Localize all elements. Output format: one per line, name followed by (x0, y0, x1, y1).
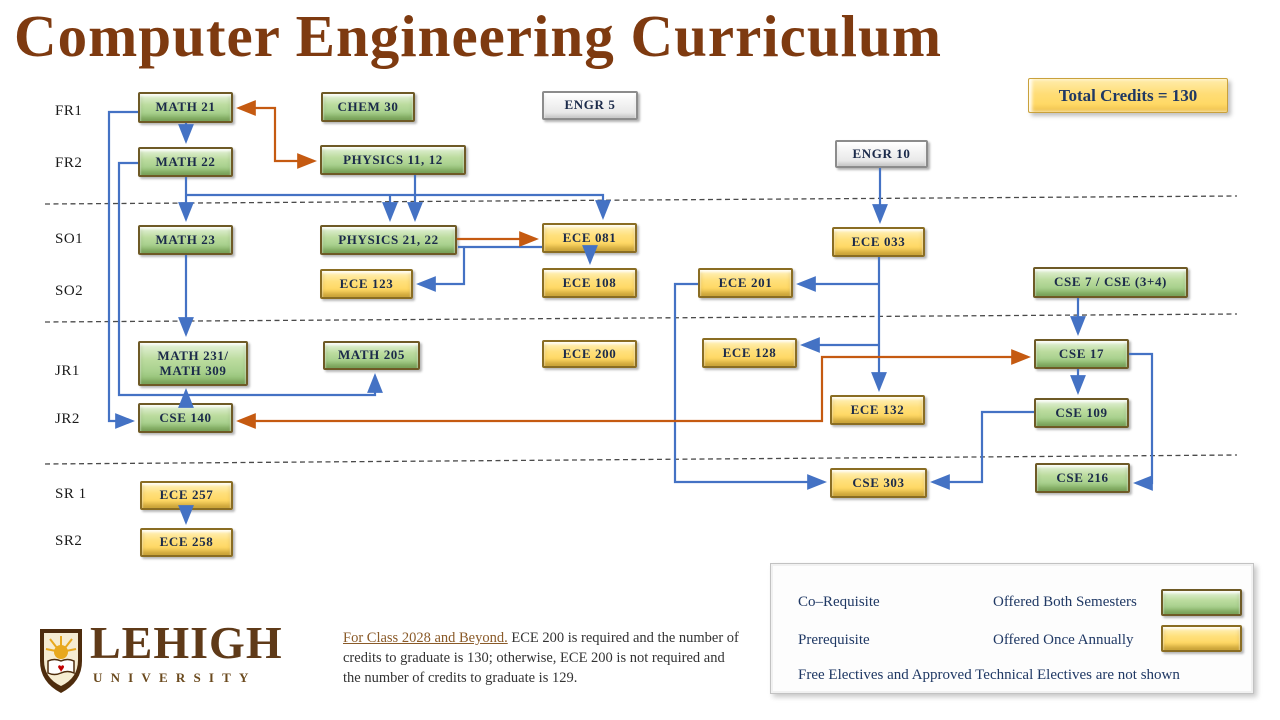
total-credits-badge: Total Credits = 130 (1028, 78, 1228, 113)
course-label: PHYSICS 21, 22 (338, 231, 439, 247)
separator-line-2 (44, 313, 1238, 323)
course-label: ECE 081 (562, 229, 617, 245)
legend-offered-both-label: Offered Both Semesters (993, 594, 1137, 610)
lehigh-logo: ♥ LEHIGH UNIVERSITY (38, 617, 308, 695)
course-label: CSE 140 (159, 409, 212, 425)
course-box-ece-128: ECE 128 (702, 338, 797, 368)
legend-offered-once-label: Offered Once Annually (993, 632, 1134, 648)
course-box-math-21: MATH 21 (138, 92, 233, 123)
course-label: ENGR 5 (564, 97, 616, 113)
prerequisite-arrow-cse-109-to-cse-303 (930, 410, 1034, 490)
lehigh-wordmark: LEHIGH (90, 617, 283, 668)
course-label: CSE 109 (1055, 404, 1108, 420)
course-label: MATH 22 (155, 153, 216, 169)
course-label: ECE 108 (562, 274, 617, 290)
course-label: ECE 201 (718, 274, 773, 290)
course-box-physics-21-22: PHYSICS 21, 22 (320, 225, 457, 255)
semester-label-so1: SO1 (55, 231, 84, 247)
course-box-ece-081: ECE 081 (542, 223, 637, 253)
course-box-ece-132: ECE 132 (830, 395, 925, 425)
separator-line-1 (44, 195, 1238, 205)
course-label: MATH 21 (155, 99, 216, 115)
prerequisite-arrow-math-22-to-ece-081 (186, 193, 611, 220)
course-box-ece-200: ECE 200 (542, 340, 637, 368)
svg-text:♥: ♥ (57, 661, 64, 675)
legend-sample-offered-both (1161, 589, 1242, 616)
course-box-cse-216: CSE 216 (1035, 463, 1130, 493)
course-box-chem-30: CHEM 30 (321, 92, 415, 122)
legend-prerequisite-label: Prerequisite (798, 632, 870, 648)
course-box-math-205: MATH 205 (323, 341, 420, 370)
course-box-cse-17: CSE 17 (1034, 339, 1129, 369)
course-label: ECE 132 (850, 401, 905, 417)
course-label: CSE 7 / CSE (3+4) (1054, 274, 1167, 290)
course-box-math-231-math-309: MATH 231/MATH 309 (138, 341, 248, 386)
course-label: ENGR 10 (852, 145, 911, 161)
semester-label-sr2: SR2 (55, 533, 83, 549)
course-box-ece-201: ECE 201 (698, 268, 793, 298)
co-requisite-arrow-math-21-to-physics-11-12 (236, 100, 317, 169)
lehigh-university-text: UNIVERSITY (93, 670, 257, 685)
prerequisite-arrow-ece-201-to-cse-303 (673, 282, 827, 490)
legend-panel: Co–Requisite Offered Both Semesters Prer… (770, 563, 1254, 694)
course-label: ECE 123 (339, 275, 394, 291)
course-label: ECE 128 (722, 344, 777, 360)
page-title: Computer Engineering Curriculum (14, 3, 943, 69)
course-label: CSE 17 (1058, 345, 1105, 361)
footnote-text: For Class 2028 and Beyond. ECE 200 is re… (343, 628, 745, 688)
course-label: ECE 033 (851, 233, 906, 249)
course-box-math-22: MATH 22 (138, 147, 233, 177)
course-box-cse-140: CSE 140 (138, 403, 233, 433)
course-box-cse-7-cse-3-4: CSE 7 / CSE (3+4) (1033, 267, 1188, 298)
semester-label-so2: SO2 (55, 283, 84, 299)
course-label: MATH 231/ (157, 347, 229, 363)
legend-footnote: Free Electives and Approved Technical El… (798, 667, 1180, 683)
course-label: CSE 303 (852, 474, 905, 490)
course-box-ece-257: ECE 257 (140, 481, 233, 510)
course-box-physics-11-12: PHYSICS 11, 12 (320, 145, 466, 175)
course-box-ece-108: ECE 108 (542, 268, 637, 298)
course-label: CSE 216 (1056, 469, 1109, 485)
course-box-engr-5: ENGR 5 (542, 91, 638, 120)
prerequisite-arrow-math-21-to-cse-140 (107, 110, 138, 429)
course-label: ECE 258 (159, 534, 214, 550)
course-box-cse-303: CSE 303 (830, 468, 927, 498)
legend-co-requisite-label: Co–Requisite (798, 594, 880, 610)
legend-sample-offered-once (1161, 625, 1242, 652)
semester-label-jr1: JR1 (55, 363, 80, 379)
footnote-body: ECE 200 is required and the number of cr… (343, 630, 739, 686)
course-box-math-23: MATH 23 (138, 225, 233, 255)
course-box-cse-109: CSE 109 (1034, 398, 1129, 428)
lehigh-shield-icon: ♥ (40, 629, 82, 693)
course-label: MATH 23 (155, 231, 216, 247)
semester-label-sr-1: SR 1 (55, 486, 87, 502)
course-label: PHYSICS 11, 12 (343, 151, 443, 167)
course-box-ece-258: ECE 258 (140, 528, 233, 557)
prerequisite-arrow-cse-17-to-cse-216 (1129, 352, 1154, 491)
semester-label-fr2: FR2 (55, 155, 83, 171)
course-label: MATH 309 (159, 362, 227, 378)
course-label: ECE 200 (562, 345, 617, 361)
course-label: MATH 205 (337, 347, 406, 363)
course-label: CHEM 30 (337, 98, 399, 114)
connector-lines (107, 100, 1154, 525)
course-box-ece-033: ECE 033 (832, 227, 925, 257)
course-box-engr-10: ENGR 10 (835, 140, 928, 168)
semester-label-jr2: JR2 (55, 411, 80, 427)
course-label: ECE 257 (159, 487, 214, 503)
semester-label-fr1: FR1 (55, 103, 83, 119)
course-box-ece-123: ECE 123 (320, 269, 413, 299)
footnote-lead: For Class 2028 and Beyond. (343, 630, 508, 646)
